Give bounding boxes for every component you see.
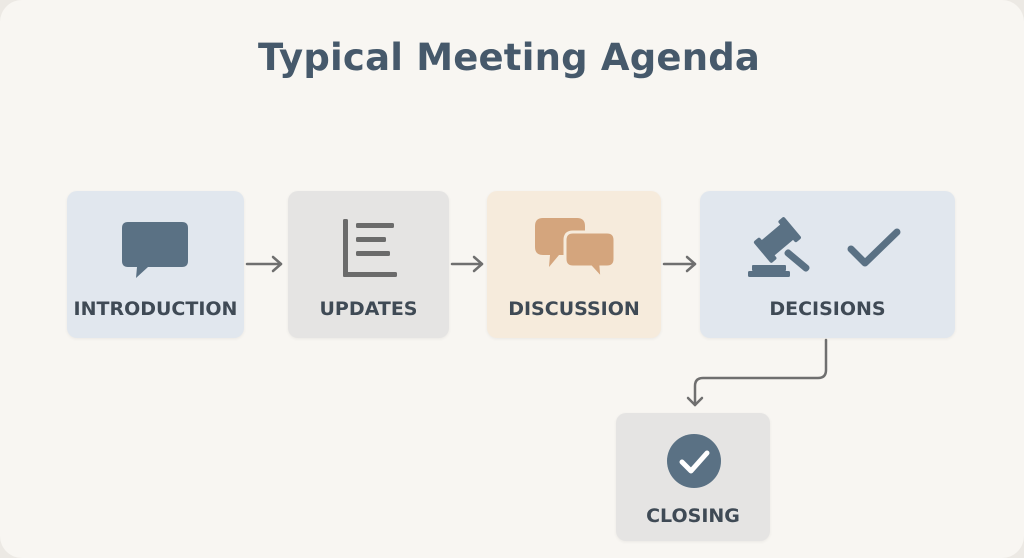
list-icon: [343, 219, 397, 277]
step-label: CLOSING: [646, 505, 740, 527]
step-label: DISCUSSION: [508, 298, 640, 320]
arrow-intro-to-updates: [245, 255, 283, 273]
step-discussion: DISCUSSION: [487, 191, 661, 338]
step-label: INTRODUCTION: [73, 298, 238, 320]
step-closing: CLOSING: [616, 413, 770, 541]
chat-bubbles-icon: [535, 218, 617, 283]
step-introduction: INTRODUCTION: [67, 191, 244, 338]
diagram-title: Typical Meeting Agenda: [258, 36, 761, 79]
step-label: UPDATES: [319, 298, 418, 320]
arrow-decisions-to-closing: [686, 338, 828, 407]
gavel-icon: [748, 217, 810, 277]
arrow-updates-to-discussion: [450, 255, 484, 273]
step-decisions: DECISIONS: [700, 191, 955, 338]
check-circle-icon: [667, 434, 721, 488]
arrow-discussion-to-decisions: [662, 255, 697, 273]
speech-bubble-icon: [122, 222, 188, 278]
step-label: DECISIONS: [769, 298, 886, 320]
step-updates: UPDATES: [288, 191, 449, 338]
checkmark-icon: [847, 228, 901, 267]
